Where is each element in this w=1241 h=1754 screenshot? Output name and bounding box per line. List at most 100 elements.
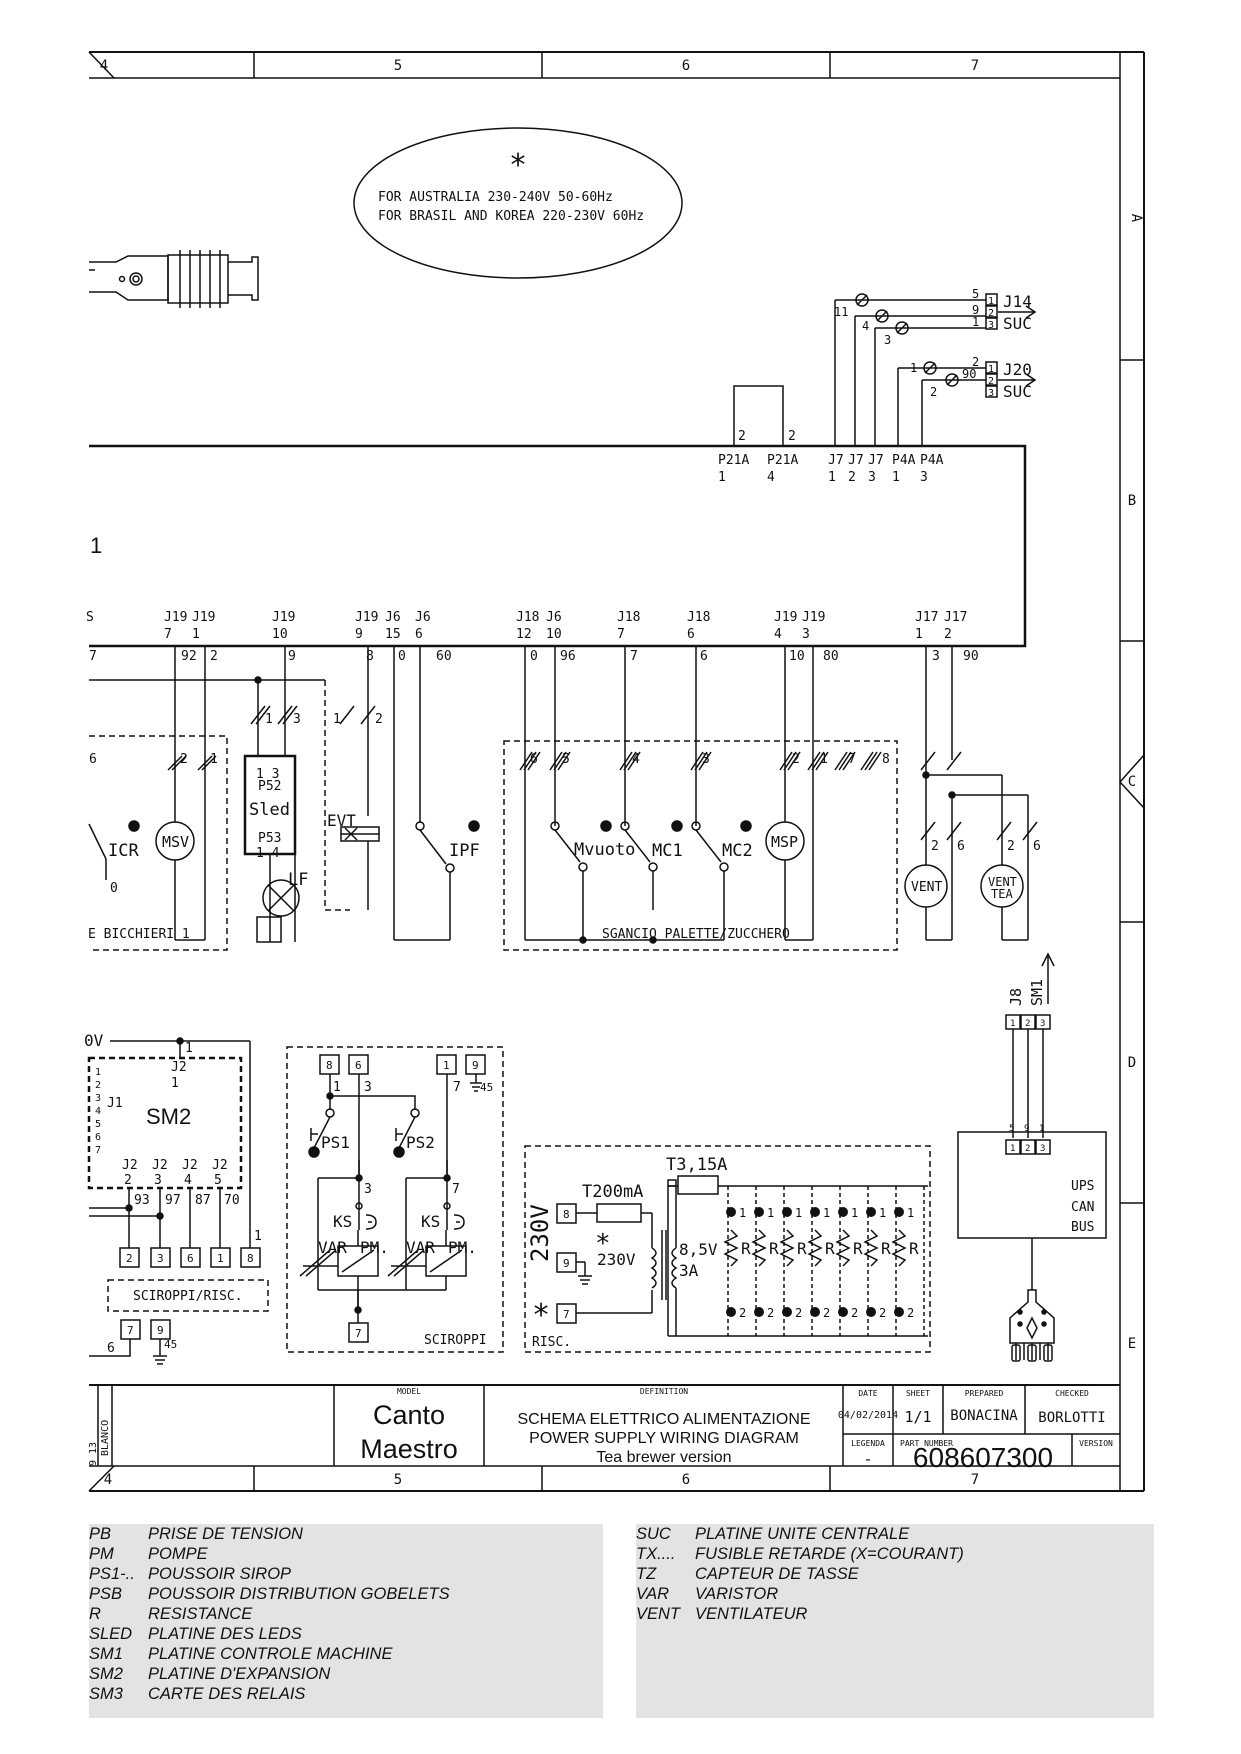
sciroppi-term-8: 8 xyxy=(326,1059,333,1072)
sm2-j2-pin-5: 5 xyxy=(214,1173,222,1188)
sciroppi-bottom-term: 7 xyxy=(355,1327,362,1340)
r-top-pin-2: 1 xyxy=(767,1206,774,1220)
legend-key: SUC xyxy=(636,1525,671,1543)
sheet-caption: SHEET xyxy=(906,1389,930,1398)
legend-value: PRISE DE TENSION xyxy=(148,1525,303,1543)
j17-2-name: J17 xyxy=(944,610,967,625)
legend-key: TX.... xyxy=(636,1545,676,1563)
sm2-pin-1-top: 1 xyxy=(185,1041,193,1056)
p4a-1-name: P4A xyxy=(892,453,916,468)
p4a-3-name: P4A xyxy=(920,453,944,468)
ups-can-bus xyxy=(957,952,1107,1362)
note-line-1: FOR AUSTRALIA 230-240V 50-60Hz xyxy=(378,190,613,205)
j20-pin-2: 2 xyxy=(988,376,994,387)
j6-6-wire: 60 xyxy=(436,649,452,664)
r-bot-pin-4: 2 xyxy=(823,1306,830,1320)
p21a-1-name: P21A xyxy=(718,453,749,468)
sm2-j2-top-pin: 1 xyxy=(171,1076,179,1091)
ps2-label: PS2 xyxy=(406,1133,435,1152)
sm2-wire-93: 93 xyxy=(134,1193,150,1208)
row-label-e: E xyxy=(1128,1336,1136,1352)
plug-connector-icon xyxy=(89,250,259,308)
legend-value: CARTE DES RELAIS xyxy=(148,1685,306,1703)
model-line-2: Maestro xyxy=(360,1434,458,1464)
definition-line-2: POWER SUPPLY WIRING DIAGRAM xyxy=(529,1430,799,1447)
msp-pin-8: 8 xyxy=(882,752,890,767)
sgancio-pin-5: 5 xyxy=(562,752,570,767)
j19-1-name: J19 xyxy=(192,610,215,625)
risc-star-left: * xyxy=(532,1298,550,1333)
legend-key: VENT xyxy=(636,1605,681,1623)
ups-pin-2: 2 xyxy=(1025,1019,1030,1029)
r-top-pin-5: 1 xyxy=(851,1206,858,1220)
date-caption: DATE xyxy=(858,1389,877,1398)
definition-line-3: Tea brewer version xyxy=(596,1449,731,1466)
msp-pin-2: 2 xyxy=(792,752,800,767)
pm2-label: PM. xyxy=(448,1238,477,1257)
r-top-pin-4: 1 xyxy=(823,1206,830,1220)
j19-1-wire: 2 xyxy=(210,649,218,664)
col-label-5-bottom: 5 xyxy=(394,1472,402,1488)
prepared-caption: PREPARED xyxy=(965,1389,1004,1398)
sled-pin-3: 3 xyxy=(293,712,301,727)
sm2-earth: 45 xyxy=(164,1338,177,1351)
board-label: 1 xyxy=(90,533,102,558)
drawing-frame xyxy=(88,51,1145,1492)
j17-2-wire: 90 xyxy=(963,649,979,664)
p21a-pin-1: 2 xyxy=(738,429,746,444)
j19-9-wire: 8 xyxy=(366,649,374,664)
j19-4-wire: 10 xyxy=(789,649,805,664)
j18-7-num: 7 xyxy=(617,627,625,642)
legend-key: SM1 xyxy=(89,1645,123,1663)
legend-value: CAPTEUR DE TASSE xyxy=(695,1565,859,1583)
col-label-7: 7 xyxy=(971,58,979,74)
j14-wire-1: 1 xyxy=(972,315,979,329)
col-label-4: 4 xyxy=(100,58,108,74)
j7-1-num: 1 xyxy=(828,470,836,485)
j20-side-1: 1 xyxy=(910,361,917,375)
j19-10-wire: 9 xyxy=(288,649,296,664)
legend-key: TZ xyxy=(636,1565,657,1583)
sm2-term-8: 8 xyxy=(247,1252,254,1265)
vent-pin-6: 6 xyxy=(957,839,965,854)
j19-3-wire: 80 xyxy=(823,649,839,664)
legend-key: PM xyxy=(89,1545,114,1563)
title-block xyxy=(89,1384,1120,1466)
r-top-pin-6: 1 xyxy=(879,1206,886,1220)
sm2-left-pin-3: 3 xyxy=(95,1093,101,1104)
r-bot-pin-3: 2 xyxy=(795,1306,802,1320)
vent-label: VENT xyxy=(911,880,942,895)
risc-trafo-in: 230V xyxy=(597,1250,636,1269)
sciroppi-group-label: SCIROPPI xyxy=(424,1333,487,1348)
sm2-voltage: 0V xyxy=(84,1031,104,1050)
legend-value: RESISTANCE xyxy=(148,1605,253,1623)
note-star: * xyxy=(509,148,527,183)
sm2-wire-87: 87 xyxy=(195,1193,211,1208)
p53-label: P53 xyxy=(258,831,281,846)
j6-6-name: J6 xyxy=(415,610,431,625)
j14-dest: SUC xyxy=(1003,314,1032,333)
j18-6-wire: 6 xyxy=(700,649,708,664)
evt-pin-2: 2 xyxy=(375,712,383,727)
sm2-left-pin-5: 5 xyxy=(95,1119,101,1130)
checked-value: BORLOTTI xyxy=(1038,1410,1105,1426)
r-label-2: R xyxy=(769,1239,779,1258)
j6-6-num: 6 xyxy=(415,627,423,642)
j17-2-num: 2 xyxy=(944,627,952,642)
j19-9-num: 9 xyxy=(355,627,363,642)
j19-3-name: J19 xyxy=(802,610,825,625)
r-label-5: R xyxy=(853,1239,863,1258)
row-label-a: A xyxy=(1128,214,1144,223)
var2-label: VAR xyxy=(406,1238,435,1257)
row-label-b: B xyxy=(1128,493,1136,509)
legend-key: PS1-.. xyxy=(89,1565,135,1583)
legend-value: PLATINE D'EXPANSION xyxy=(148,1665,331,1683)
j6-15-wire: 0 xyxy=(398,649,406,664)
j19-7-num: 7 xyxy=(164,627,172,642)
sciroppi-wire-3: 3 xyxy=(364,1080,372,1095)
sm2-left-pin-6: 6 xyxy=(95,1132,101,1143)
ups-line-ups: UPS xyxy=(1071,1179,1094,1194)
j18-7-name: J18 xyxy=(617,610,640,625)
r-label-7: R xyxy=(909,1239,919,1258)
sm2-group-label: SCIROPPI/RISC. xyxy=(133,1289,243,1304)
